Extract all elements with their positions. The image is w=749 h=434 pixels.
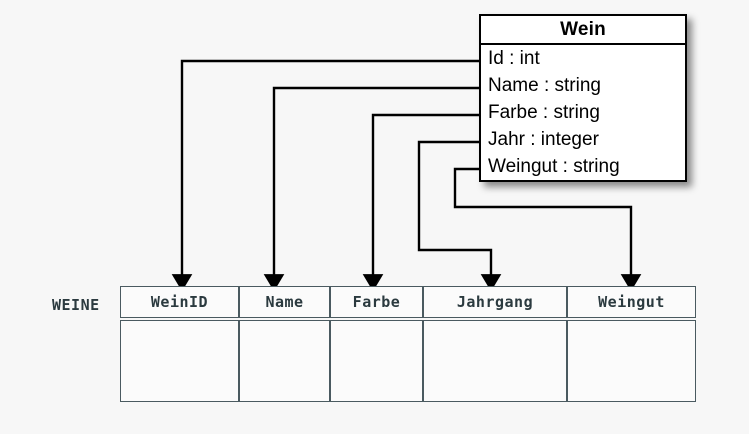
table-cell-farbe[interactable] [330,320,423,402]
connector-name-to-name [263,86,481,292]
column-header-weinid[interactable]: WeinID [120,286,239,318]
column-header-farbe[interactable]: Farbe [330,286,423,318]
table-cell-weinid[interactable] [120,320,239,402]
table-header-row: WeinID Name Farbe Jahrgang Weingut [120,286,696,318]
connector-farbe-to-farbe [362,113,481,292]
table-cell-jahrgang[interactable] [423,320,567,402]
uml-attribute-id[interactable]: Id : int [488,48,540,69]
uml-class-name: Wein [481,16,685,45]
column-header-weingut[interactable]: Weingut [567,286,696,318]
table-body [120,320,696,402]
relational-table: WeinID Name Farbe Jahrgang Weingut [120,286,696,402]
connector-id-to-weinid [171,59,481,292]
column-header-jahrgang[interactable]: Jahrgang [423,286,567,318]
uml-attribute-name[interactable]: Name : string [488,75,601,96]
table-cell-weingut[interactable] [567,320,696,402]
table-header: WeinID Name Farbe Jahrgang Weingut [120,286,696,318]
table-cell-name[interactable] [239,320,330,402]
table-row [120,320,696,402]
uml-attribute-list: Id : int Name : string Farbe : string Ja… [481,45,685,180]
column-header-name[interactable]: Name [239,286,330,318]
uml-attribute-farbe[interactable]: Farbe : string [488,102,600,123]
uml-class-box[interactable]: Wein Id : int Name : string Farbe : stri… [479,14,687,182]
uml-attribute-weingut[interactable]: Weingut : string [488,156,620,177]
connector-weingut-to-weingut [453,167,642,292]
relation-name-label: WEINE [52,296,100,314]
uml-attribute-jahr[interactable]: Jahr : integer [488,129,599,150]
